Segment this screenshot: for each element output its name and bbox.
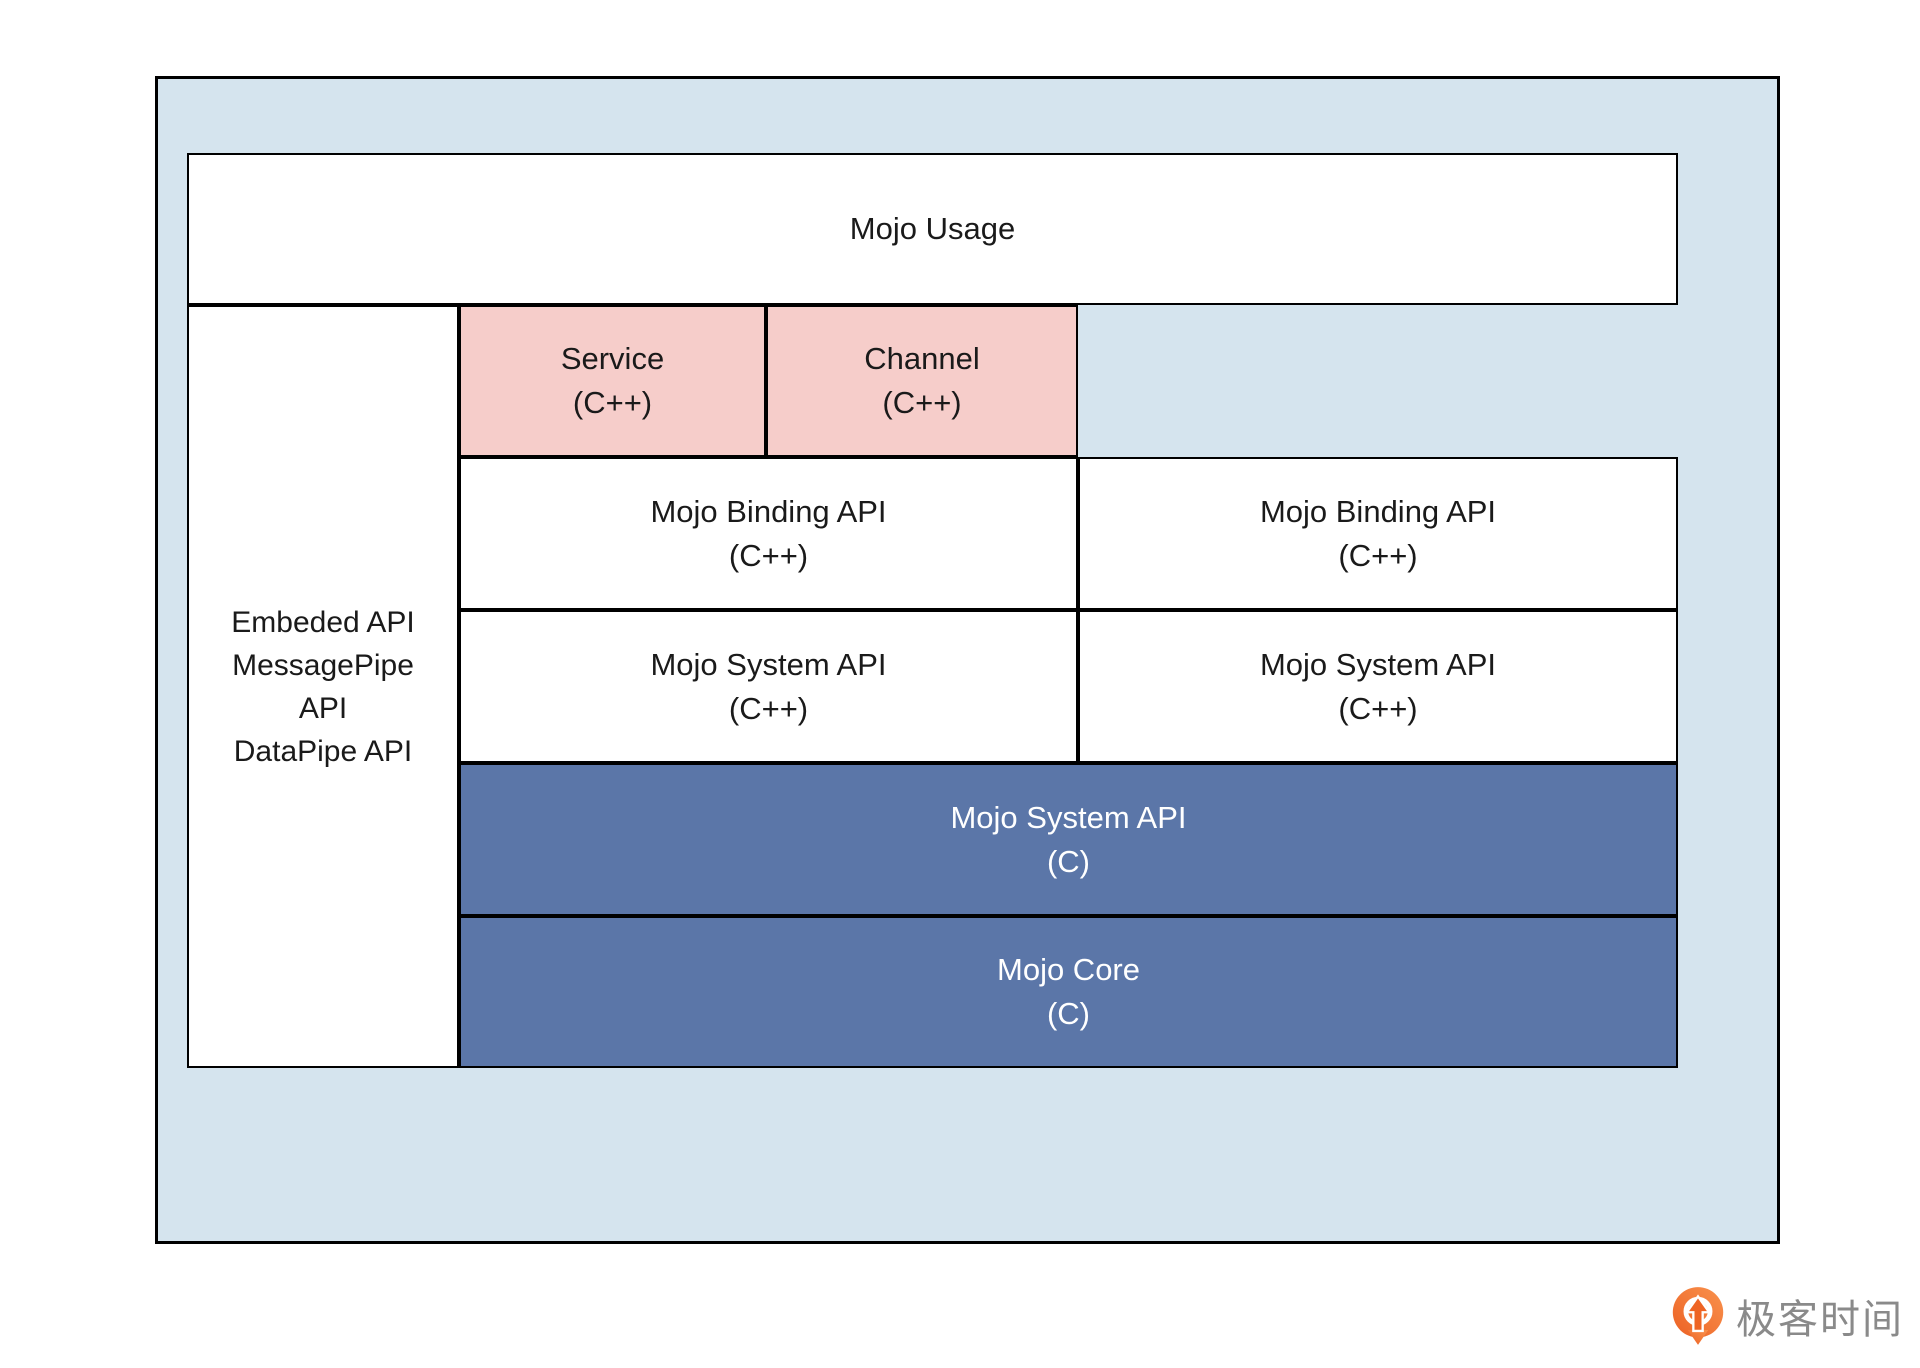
usage-box-label: Mojo Usage [849, 211, 1016, 246]
system-api-c-label: Mojo System API [950, 799, 1187, 835]
binding-api-left-lang: (C++) [728, 537, 809, 573]
mojo-core-box: Mojo Core (C) [459, 916, 1678, 1068]
binding-api-right-box: Mojo Binding API (C++) [1078, 457, 1678, 610]
system-api-left-label: Mojo System API [650, 646, 887, 682]
service-box: Service (C++) [459, 305, 766, 457]
geektime-logo-icon [1672, 1287, 1724, 1345]
system-api-right-lang: (C++) [1338, 690, 1418, 726]
left-column-line: API [298, 691, 348, 725]
left-column-line: MessagePipe [232, 648, 414, 682]
left-column-line: Embeded API [231, 605, 415, 639]
system-api-right-box: Mojo System API (C++) [1078, 610, 1678, 763]
binding-api-left-label: Mojo Binding API [650, 493, 887, 529]
binding-api-left-box: Mojo Binding API (C++) [459, 457, 1078, 610]
system-api-c-lang: (C) [1046, 843, 1091, 879]
system-api-c-box: Mojo System API (C) [459, 763, 1678, 916]
system-api-left-box: Mojo System API (C++) [459, 610, 1078, 763]
binding-api-right-label: Mojo Binding API [1259, 493, 1497, 529]
channel-box-label: Channel [864, 341, 980, 376]
binding-api-right-lang: (C++) [1338, 537, 1418, 573]
mojo-core-lang: (C) [1046, 996, 1091, 1031]
channel-box: Channel (C++) [766, 305, 1078, 457]
system-api-left-lang: (C++) [728, 690, 809, 726]
geektime-brand-text: 极客时间 [1736, 1298, 1904, 1342]
service-box-lang: (C++) [572, 385, 653, 420]
left-column-box: Embeded API MessagePipe API DataPipe API [187, 305, 459, 1068]
left-column-line: DataPipe API [233, 734, 413, 768]
channel-box-lang: (C++) [882, 385, 962, 420]
service-box-label: Service [560, 341, 665, 376]
usage-box: Mojo Usage [187, 153, 1678, 305]
geektime-watermark: 极客时间 [1670, 1286, 1904, 1346]
system-api-right-label: Mojo System API [1259, 646, 1497, 682]
mojo-core-label: Mojo Core [997, 952, 1140, 987]
